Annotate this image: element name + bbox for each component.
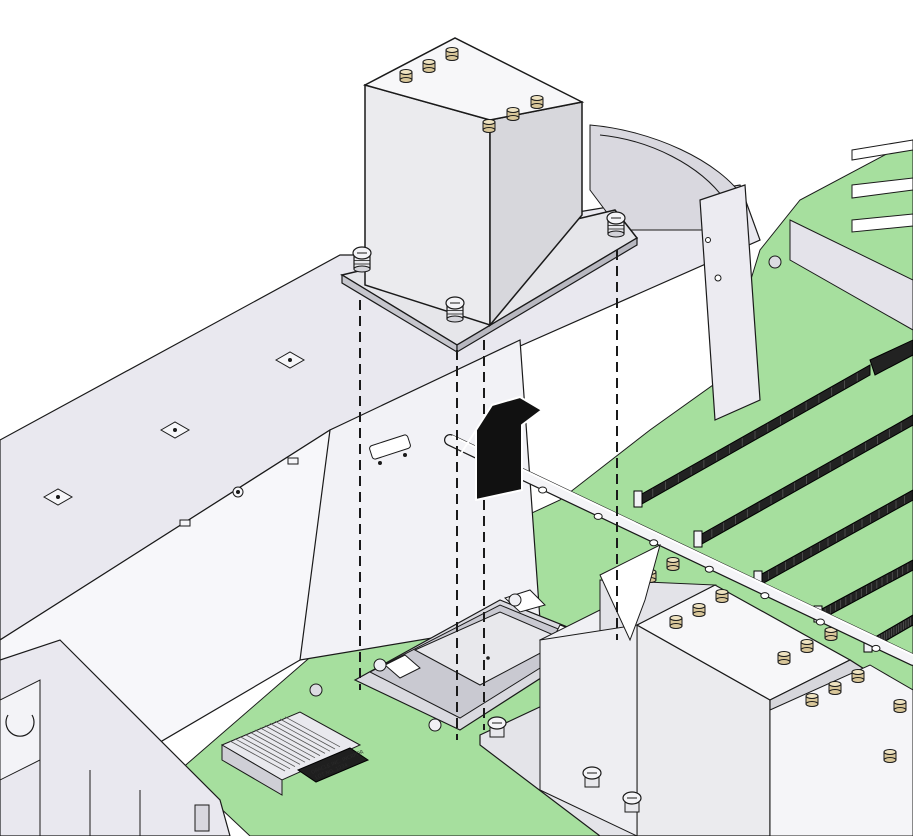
standoff	[768, 255, 782, 269]
chassis-front-rail	[0, 639, 231, 836]
rod-clip	[815, 618, 825, 626]
lift-up-arrow	[459, 396, 543, 501]
captive-screw	[606, 211, 626, 238]
captive-screw	[352, 246, 372, 273]
heatsink	[340, 37, 639, 354]
rod-clip	[593, 512, 603, 520]
chipset-heatsink	[220, 711, 362, 796]
installed-heatsink	[479, 557, 913, 836]
rod-clip	[649, 539, 659, 547]
rod-clip	[704, 565, 714, 573]
captive-screw	[445, 296, 465, 323]
captive-screw	[487, 716, 507, 738]
standoff	[309, 683, 323, 697]
rod-clip	[760, 592, 770, 600]
rod-clip	[871, 644, 881, 652]
dimm-slot	[693, 414, 913, 548]
baffle-fasteners	[42, 351, 306, 527]
rear-pcie-slots	[851, 139, 913, 233]
captive-screw	[582, 766, 602, 788]
captive-screws	[352, 211, 626, 323]
alignment-lines	[359, 250, 618, 740]
heatsink-posts	[399, 47, 544, 133]
dimm-slot	[633, 364, 871, 508]
captive-screw	[622, 791, 642, 813]
rod-clip	[538, 486, 548, 494]
